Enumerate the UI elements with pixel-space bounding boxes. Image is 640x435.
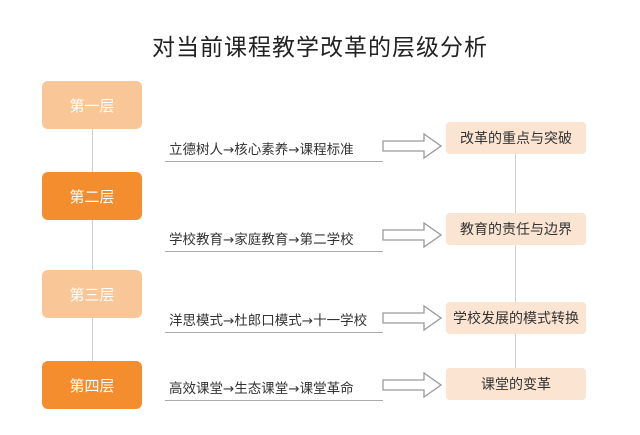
progression-text-1: 立德树人→核心素养→课程标准 [165,138,383,162]
right-arrow-icon [382,372,442,398]
level-label: 第三层 [69,285,115,304]
right-arrow-icon [382,133,442,159]
right-arrow-icon [382,222,442,248]
right-arrow-icon [382,305,442,331]
result-label: 学校发展的模式转换 [453,311,579,327]
level-box-4: 第四层 [42,361,142,409]
level-label: 第一层 [69,96,115,115]
level-box-2: 第二层 [42,172,142,220]
result-label: 课堂的变革 [481,377,551,393]
progression-text-2: 学校教育→家庭教育→第二学校 [165,228,383,252]
result-label: 改革的重点与突破 [460,131,572,147]
level-box-1: 第一层 [42,81,142,129]
progression-text-4: 高效课堂→生态课堂→课堂革命 [165,377,383,401]
diagram-title: 对当前课程教学改革的层级分析 [152,35,488,61]
result-box-3: 学校发展的模式转换 [446,302,586,334]
result-label: 教育的责任与边界 [460,222,572,238]
level-box-3: 第三层 [42,270,142,318]
results-connector-line [515,153,516,378]
progression-text-3: 洋思模式→杜郎口模式→十一学校 [165,309,383,333]
levels-connector-line [92,129,93,363]
result-box-1: 改革的重点与突破 [446,122,586,154]
level-label: 第二层 [69,187,115,206]
level-label: 第四层 [69,376,115,395]
result-box-4: 课堂的变革 [446,368,586,400]
result-box-2: 教育的责任与边界 [446,213,586,245]
